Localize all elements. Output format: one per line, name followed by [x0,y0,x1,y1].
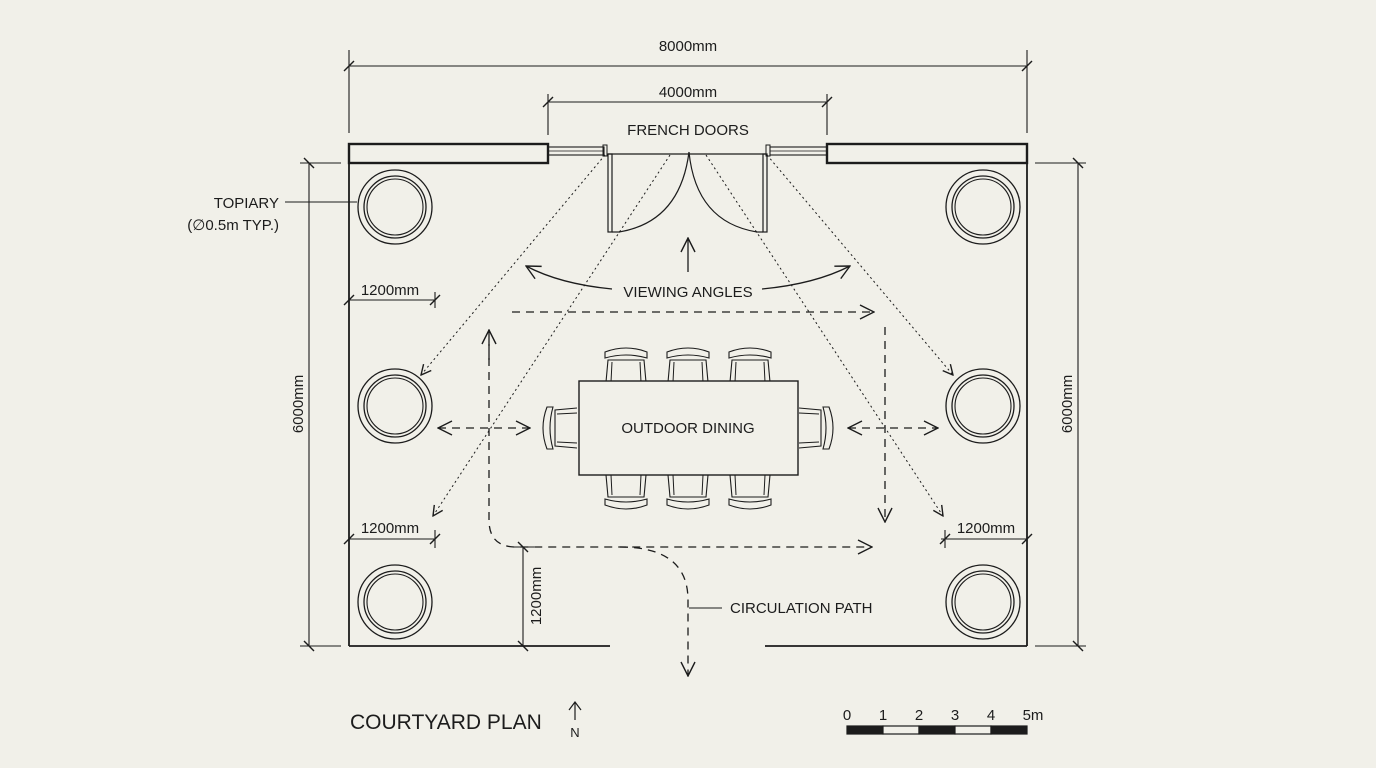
drawing-title: COURTYARD PLAN [350,711,542,734]
dining-chair [728,474,772,510]
dining-chair [604,474,648,510]
dining-chairs [542,347,834,510]
dining-chair [666,347,710,383]
topiary-callout: TOPIARY (∅0.5m TYP.) [187,195,357,234]
topiary [945,368,1021,444]
viewing-angle-sightlines [421,154,953,516]
door-leaf-left [607,153,613,233]
north-arrow-icon: N [568,701,582,740]
french-doors-label: FRENCH DOORS [627,122,749,139]
scale-bar-label: 4 [987,707,995,724]
door-swing-right [688,151,758,233]
topiary-label: TOPIARY [214,195,279,212]
scale-bar-segment [954,725,992,735]
dim-depth-left: 6000mm [290,375,307,433]
dining-chair [666,474,710,510]
dim-depth-right: 6000mm [1059,375,1076,433]
scale-bar-segment [918,725,956,735]
door-swing-left [618,151,690,233]
scale-bar-label: 1 [879,707,887,724]
viewing-angles-annotation: VIEWING ANGLES [526,238,850,301]
circulation-left-loop [488,330,872,547]
dining-chair [728,347,772,383]
topiary [357,368,433,444]
north-label: N [570,725,579,740]
sightline-left-mid [421,154,606,375]
scale-bar-segment [882,725,920,735]
scale-bar-segment [990,725,1028,735]
dimension-labels: 8000mm 4000mm FRENCH DOORS 6000mm 6000mm… [290,38,1076,625]
courtyard-boundary [347,142,1029,647]
outdoor-dining-set: OUTDOOR DINING [542,347,834,510]
topiary-size-label: (∅0.5m TYP.) [187,217,279,234]
scale-bar: 0 1 2 3 4 5m [843,707,1044,735]
dim-right-lower-offset: 1200mm [957,520,1015,537]
topiary [945,169,1021,245]
viewing-angle-arc-right [761,266,850,290]
scale-bar-label: 3 [951,707,959,724]
door-leaf-right [762,153,768,233]
wall-top-right [825,142,1029,165]
scale-bar-label: 5m [1023,707,1044,724]
topiary [357,169,433,245]
topiaries [357,169,1021,640]
sightline-right-mid [766,154,953,375]
french-doors [547,144,828,233]
sightline-right-low [705,154,943,516]
sightline-left-low [433,154,671,516]
topiary [357,564,433,640]
dim-overall-width: 8000mm [659,38,717,55]
circulation-path-label: CIRCULATION PATH [730,600,873,617]
topiary [945,564,1021,640]
dining-table [578,380,799,476]
dining-chair [798,406,834,450]
outdoor-dining-label: OUTDOOR DINING [621,420,754,437]
dim-left-lower-offset: 1200mm [361,520,419,537]
scale-bar-label: 2 [915,707,923,724]
dining-chair [604,347,648,383]
circulation-paths [438,312,938,676]
dim-entry-offset: 1200mm [528,567,545,625]
wall-top-left [347,142,550,165]
viewing-angles-label: VIEWING ANGLES [623,284,752,301]
viewing-angle-arc-left [526,266,613,290]
dining-chair [542,406,578,450]
dim-door-opening: 4000mm [659,84,717,101]
scale-bar-segment [846,725,884,735]
dim-left-upper-offset: 1200mm [361,282,419,299]
dimension-lines [300,50,1086,652]
scale-bar-label: 0 [843,707,851,724]
circulation-exit-path [619,546,688,676]
circulation-path-callout: CIRCULATION PATH [689,600,873,617]
title-block: COURTYARD PLAN N [350,701,582,740]
